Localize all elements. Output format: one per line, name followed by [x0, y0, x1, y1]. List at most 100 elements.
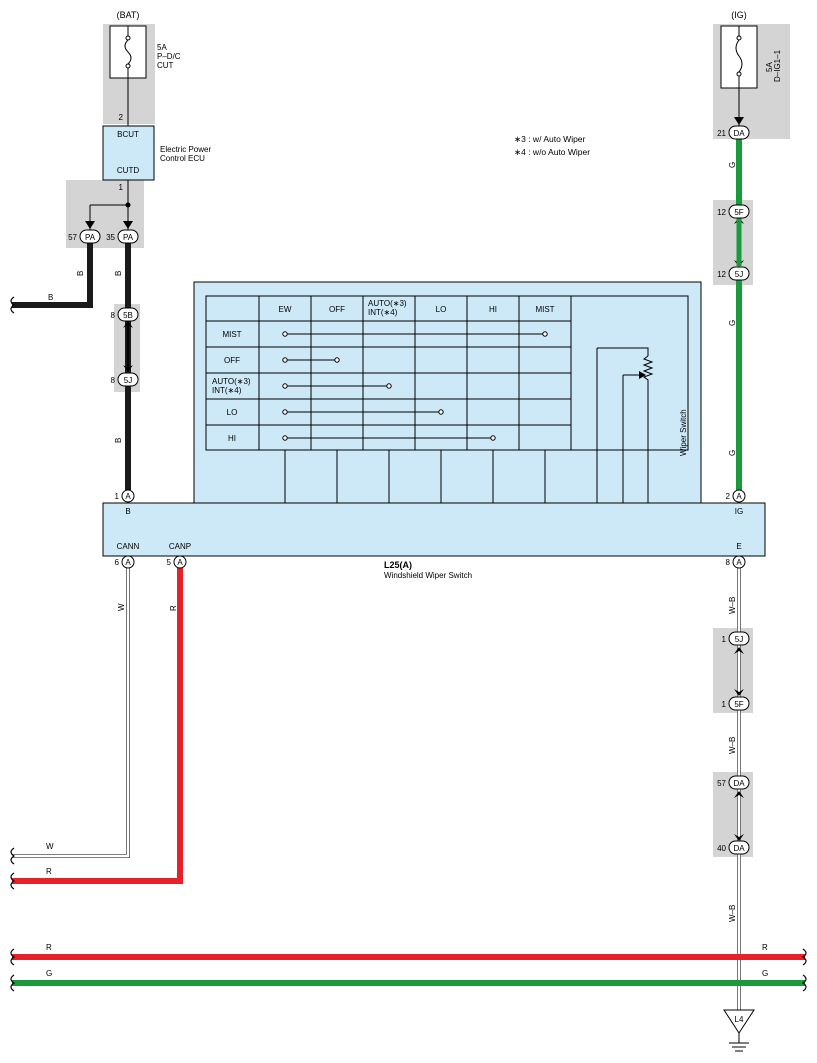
ig-fuse	[720, 25, 758, 126]
wbda57-code: DA	[733, 779, 745, 788]
col-ew: EW	[279, 305, 292, 314]
b5j-num: 8	[111, 376, 116, 385]
wire-r	[12, 568, 183, 884]
note-1: ∗3 : w/ Auto Wiper	[514, 134, 586, 144]
wbda57-num: 57	[717, 779, 726, 788]
wire-label-g: G	[728, 320, 737, 326]
pin2-code: A	[736, 492, 742, 501]
pin8-code: A	[736, 558, 742, 567]
b5b-num: 8	[111, 311, 116, 320]
col-auto: AUTO(∗3)	[368, 299, 407, 308]
da21-code: DA	[733, 129, 745, 138]
wire-label-b: B	[114, 271, 123, 276]
bus-wires	[12, 954, 805, 986]
pa57-code: PA	[85, 233, 96, 242]
wb5j-code: 5J	[735, 635, 743, 644]
bus-label-r-left: R	[46, 943, 52, 952]
row-mist: MIST	[222, 330, 241, 339]
connector-ovals	[79, 125, 750, 855]
wire-label-b: B	[76, 271, 85, 276]
pin2-num: 2	[726, 492, 731, 501]
wire-label-wb: W–B	[728, 597, 737, 614]
pin-e-label: E	[736, 542, 741, 551]
ecu-out-pin: 1	[119, 183, 124, 192]
col-off: OFF	[329, 305, 345, 314]
junction-dot	[125, 202, 131, 208]
wire-label-g: G	[728, 162, 737, 168]
wbda40-num: 40	[717, 844, 726, 853]
pin1-num: 1	[115, 492, 120, 501]
g5j-num: 12	[717, 270, 726, 279]
bat-fuse-name-2: CUT	[157, 61, 174, 70]
col-mist: MIST	[535, 305, 554, 314]
pa57-num: 57	[68, 233, 77, 242]
bat-label: (BAT)	[117, 10, 140, 20]
arrowheads	[85, 117, 744, 229]
bat-fuse-name-1: P–D/C	[157, 52, 181, 61]
wire-label-r: R	[169, 605, 178, 611]
wire-label-g: G	[728, 450, 737, 456]
wire-break-marks	[10, 296, 807, 992]
chevrons	[123, 217, 744, 841]
wb5j-num: 1	[722, 635, 727, 644]
ecu-pin-cutd: CUTD	[117, 166, 139, 175]
bus-label-g-right: G	[762, 969, 768, 978]
wire-label-w: W	[117, 603, 126, 611]
pin6-code: A	[125, 558, 131, 567]
pin-cann-label: CANN	[117, 542, 140, 551]
ground-label: L4	[735, 1015, 744, 1024]
electric-power-control-ecu	[102, 125, 155, 181]
pa35-code: PA	[123, 233, 134, 242]
pin8-num: 8	[726, 558, 731, 567]
pin-b-label: B	[125, 507, 130, 516]
row-auto: AUTO(∗3)	[212, 377, 251, 386]
pin6-num: 6	[115, 558, 120, 567]
ground-symbol	[723, 1009, 755, 1052]
row-hi: HI	[228, 434, 236, 443]
b5j-code: 5J	[124, 376, 132, 385]
wbda40-code: DA	[733, 844, 745, 853]
col-int: INT(∗4)	[368, 308, 398, 317]
ig-fuse-name: D–IG1–1	[773, 49, 782, 82]
wire-label-wb: W–B	[728, 737, 737, 754]
pin5-code: A	[177, 558, 183, 567]
wb5f-num: 1	[722, 700, 727, 709]
wiper-switch-code: L25(A)	[384, 560, 412, 570]
bat-fuse	[109, 25, 147, 124]
windshield-wiper-switch-body	[102, 502, 766, 557]
bus-label-r-right: R	[762, 943, 768, 952]
bat-fuse-pin: 2	[119, 113, 124, 122]
b5b-code: 5B	[123, 311, 133, 320]
ecu-name-2: Control ECU	[160, 154, 205, 163]
row-int: INT(∗4)	[212, 386, 242, 395]
ecu-name-1: Electric Power	[160, 145, 211, 154]
wiper-switch-label: Wiper Switch	[679, 409, 688, 456]
g5f-num: 12	[717, 208, 726, 217]
pin-ig-label: IG	[735, 507, 743, 516]
pin1-code: A	[125, 492, 131, 501]
note-2: ∗4 : w/o Auto Wiper	[514, 147, 590, 157]
row-off: OFF	[224, 356, 240, 365]
wb5f-code: 5F	[734, 700, 743, 709]
wire-label-b: B	[48, 293, 53, 302]
row-lo: LO	[227, 408, 238, 417]
ig-label: (IG)	[731, 10, 747, 20]
da21-num: 21	[717, 129, 726, 138]
wire-label-b: B	[114, 438, 123, 443]
pa35-num: 35	[106, 233, 115, 242]
wire-label-w: W	[46, 842, 54, 851]
pin5-num: 5	[167, 558, 172, 567]
wire-label-wb: W–B	[728, 905, 737, 922]
g5j-code: 5J	[735, 270, 743, 279]
wiper-switch-name: Windshield Wiper Switch	[384, 571, 472, 580]
ecu-pin-bcut: BCUT	[117, 130, 139, 139]
g5f-code: 5F	[734, 208, 743, 217]
bat-fuse-amp: 5A	[157, 43, 167, 52]
wire-w	[12, 568, 130, 858]
ig-fuse-amp: 5A	[765, 62, 774, 72]
col-hi: HI	[489, 305, 497, 314]
pin-canp-label: CANP	[169, 542, 191, 551]
wire-label-r: R	[46, 867, 52, 876]
col-lo: LO	[436, 305, 447, 314]
